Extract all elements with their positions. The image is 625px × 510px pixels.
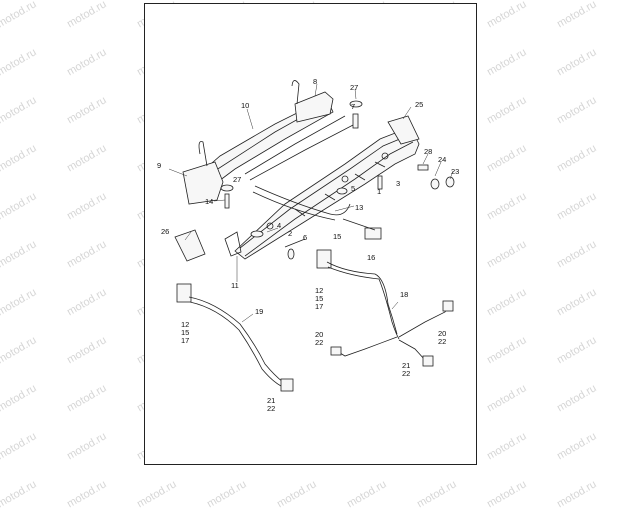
callout-23: 23 [451,167,459,176]
watermark-text: motod.ru [555,286,599,319]
watermark-text: motod.ru [0,46,39,79]
watermark-text: motod.ru [485,430,529,463]
watermark-text: motod.ru [65,94,109,127]
fasteners [220,100,455,260]
callout-harness-right-2: 22 [438,337,446,346]
watermark-text: motod.ru [555,46,599,79]
callout-harness-left-2: 22 [315,338,323,347]
watermark-text: motod.ru [485,0,529,31]
callout-3: 3 [396,179,400,188]
callout-left-end-1: 21 [267,396,275,405]
watermark-text: motod.ru [555,382,599,415]
watermark-text: motod.ru [65,142,109,175]
callout-14: 14 [205,197,213,206]
callout-24: 24 [438,155,446,164]
watermark-text: motod.ru [0,382,39,415]
callout-left-connector-1: 12 [181,320,189,329]
parts-diagram: 8 10 9 27 7 25 28 24 23 3 1 5 27 14 13 4… [157,77,459,413]
bumper-assembly [224,129,420,260]
watermark-text: motod.ru [415,478,459,510]
watermark-text: motod.ru [0,286,39,319]
trim-plates [174,115,420,262]
watermark-text: motod.ru [65,190,109,223]
left-harness [176,283,294,392]
watermark-text: motod.ru [65,334,109,367]
watermark-text: motod.ru [0,190,39,223]
watermark-text: motod.ru [65,430,109,463]
callout-15: 15 [333,232,341,241]
watermark-text: motod.ru [555,0,599,31]
callout-left-connector-2: 15 [181,328,189,337]
watermark-text: motod.ru [65,478,109,510]
callout-upper-connector-1: 12 [315,286,323,295]
callout-7: 7 [351,102,355,111]
watermark-text: motod.ru [485,238,529,271]
watermark-text: motod.ru [485,334,529,367]
callout-10: 10 [241,101,249,110]
callout-left-connector-3: 17 [181,336,189,345]
watermark-text: motod.ru [275,478,319,510]
callout-harness-bottom-2: 22 [402,369,410,378]
watermark-text: motod.ru [485,142,529,175]
callout-4: 4 [277,221,281,230]
diagram-frame: 8 10 9 27 7 25 28 24 23 3 1 5 27 14 13 4… [144,3,477,465]
watermark-text: motod.ru [555,478,599,510]
callout-1: 1 [377,187,381,196]
callout-26: 26 [161,227,169,236]
watermark-text: motod.ru [555,190,599,223]
watermark-text: motod.ru [65,238,109,271]
watermark-text: motod.ru [0,478,39,510]
callout-11: 11 [231,281,239,290]
callout-left-end-2: 22 [267,404,275,413]
callout-harness-bottom-1: 21 [402,361,410,370]
callout-labels: 8 10 9 27 7 25 28 24 23 3 1 5 27 14 13 4… [157,77,459,413]
watermark-text: motod.ru [485,94,529,127]
wire-routing [252,185,351,221]
watermark-text: motod.ru [0,430,39,463]
callout-27-lower: 27 [233,175,241,184]
callout-27-upper: 27 [350,83,358,92]
callout-harness-left-1: 20 [315,330,323,339]
callout-2: 2 [288,229,292,238]
callout-upper-connector-3: 17 [315,302,323,311]
watermark-text: motod.ru [485,478,529,510]
watermark-text: motod.ru [205,478,249,510]
watermark-text: motod.ru [0,0,39,31]
callout-16: 16 [367,253,375,262]
callout-18: 18 [400,290,408,299]
watermark-text: motod.ru [485,382,529,415]
callout-13: 13 [355,203,363,212]
callout-28: 28 [424,147,432,156]
watermark-text: motod.ru [65,0,109,31]
callout-19: 19 [255,307,263,316]
callout-8: 8 [313,77,317,86]
watermark-text: motod.ru [135,478,179,510]
watermark-text: motod.ru [345,478,389,510]
callout-5: 5 [351,184,355,193]
watermark-text: motod.ru [0,94,39,127]
upper-rail-assembly [182,80,356,205]
watermark-text: motod.ru [0,238,39,271]
watermark-text: motod.ru [555,238,599,271]
watermark-text: motod.ru [555,94,599,127]
watermark-text: motod.ru [485,286,529,319]
watermark-text: motod.ru [485,190,529,223]
watermark-text: motod.ru [65,382,109,415]
watermark-text: motod.ru [0,142,39,175]
upper-harness [316,249,454,367]
watermark-text: motod.ru [0,334,39,367]
watermark-text: motod.ru [485,46,529,79]
watermark-text: motod.ru [555,430,599,463]
watermark-text: motod.ru [555,334,599,367]
watermark-text: motod.ru [65,46,109,79]
callout-25: 25 [415,100,423,109]
leader-lines [168,83,454,323]
callout-upper-connector-2: 15 [315,294,323,303]
callout-6: 6 [303,233,307,242]
watermark-text: motod.ru [555,142,599,175]
callout-harness-right-1: 20 [438,329,446,338]
callout-9: 9 [157,161,161,170]
watermark-text: motod.ru [65,286,109,319]
